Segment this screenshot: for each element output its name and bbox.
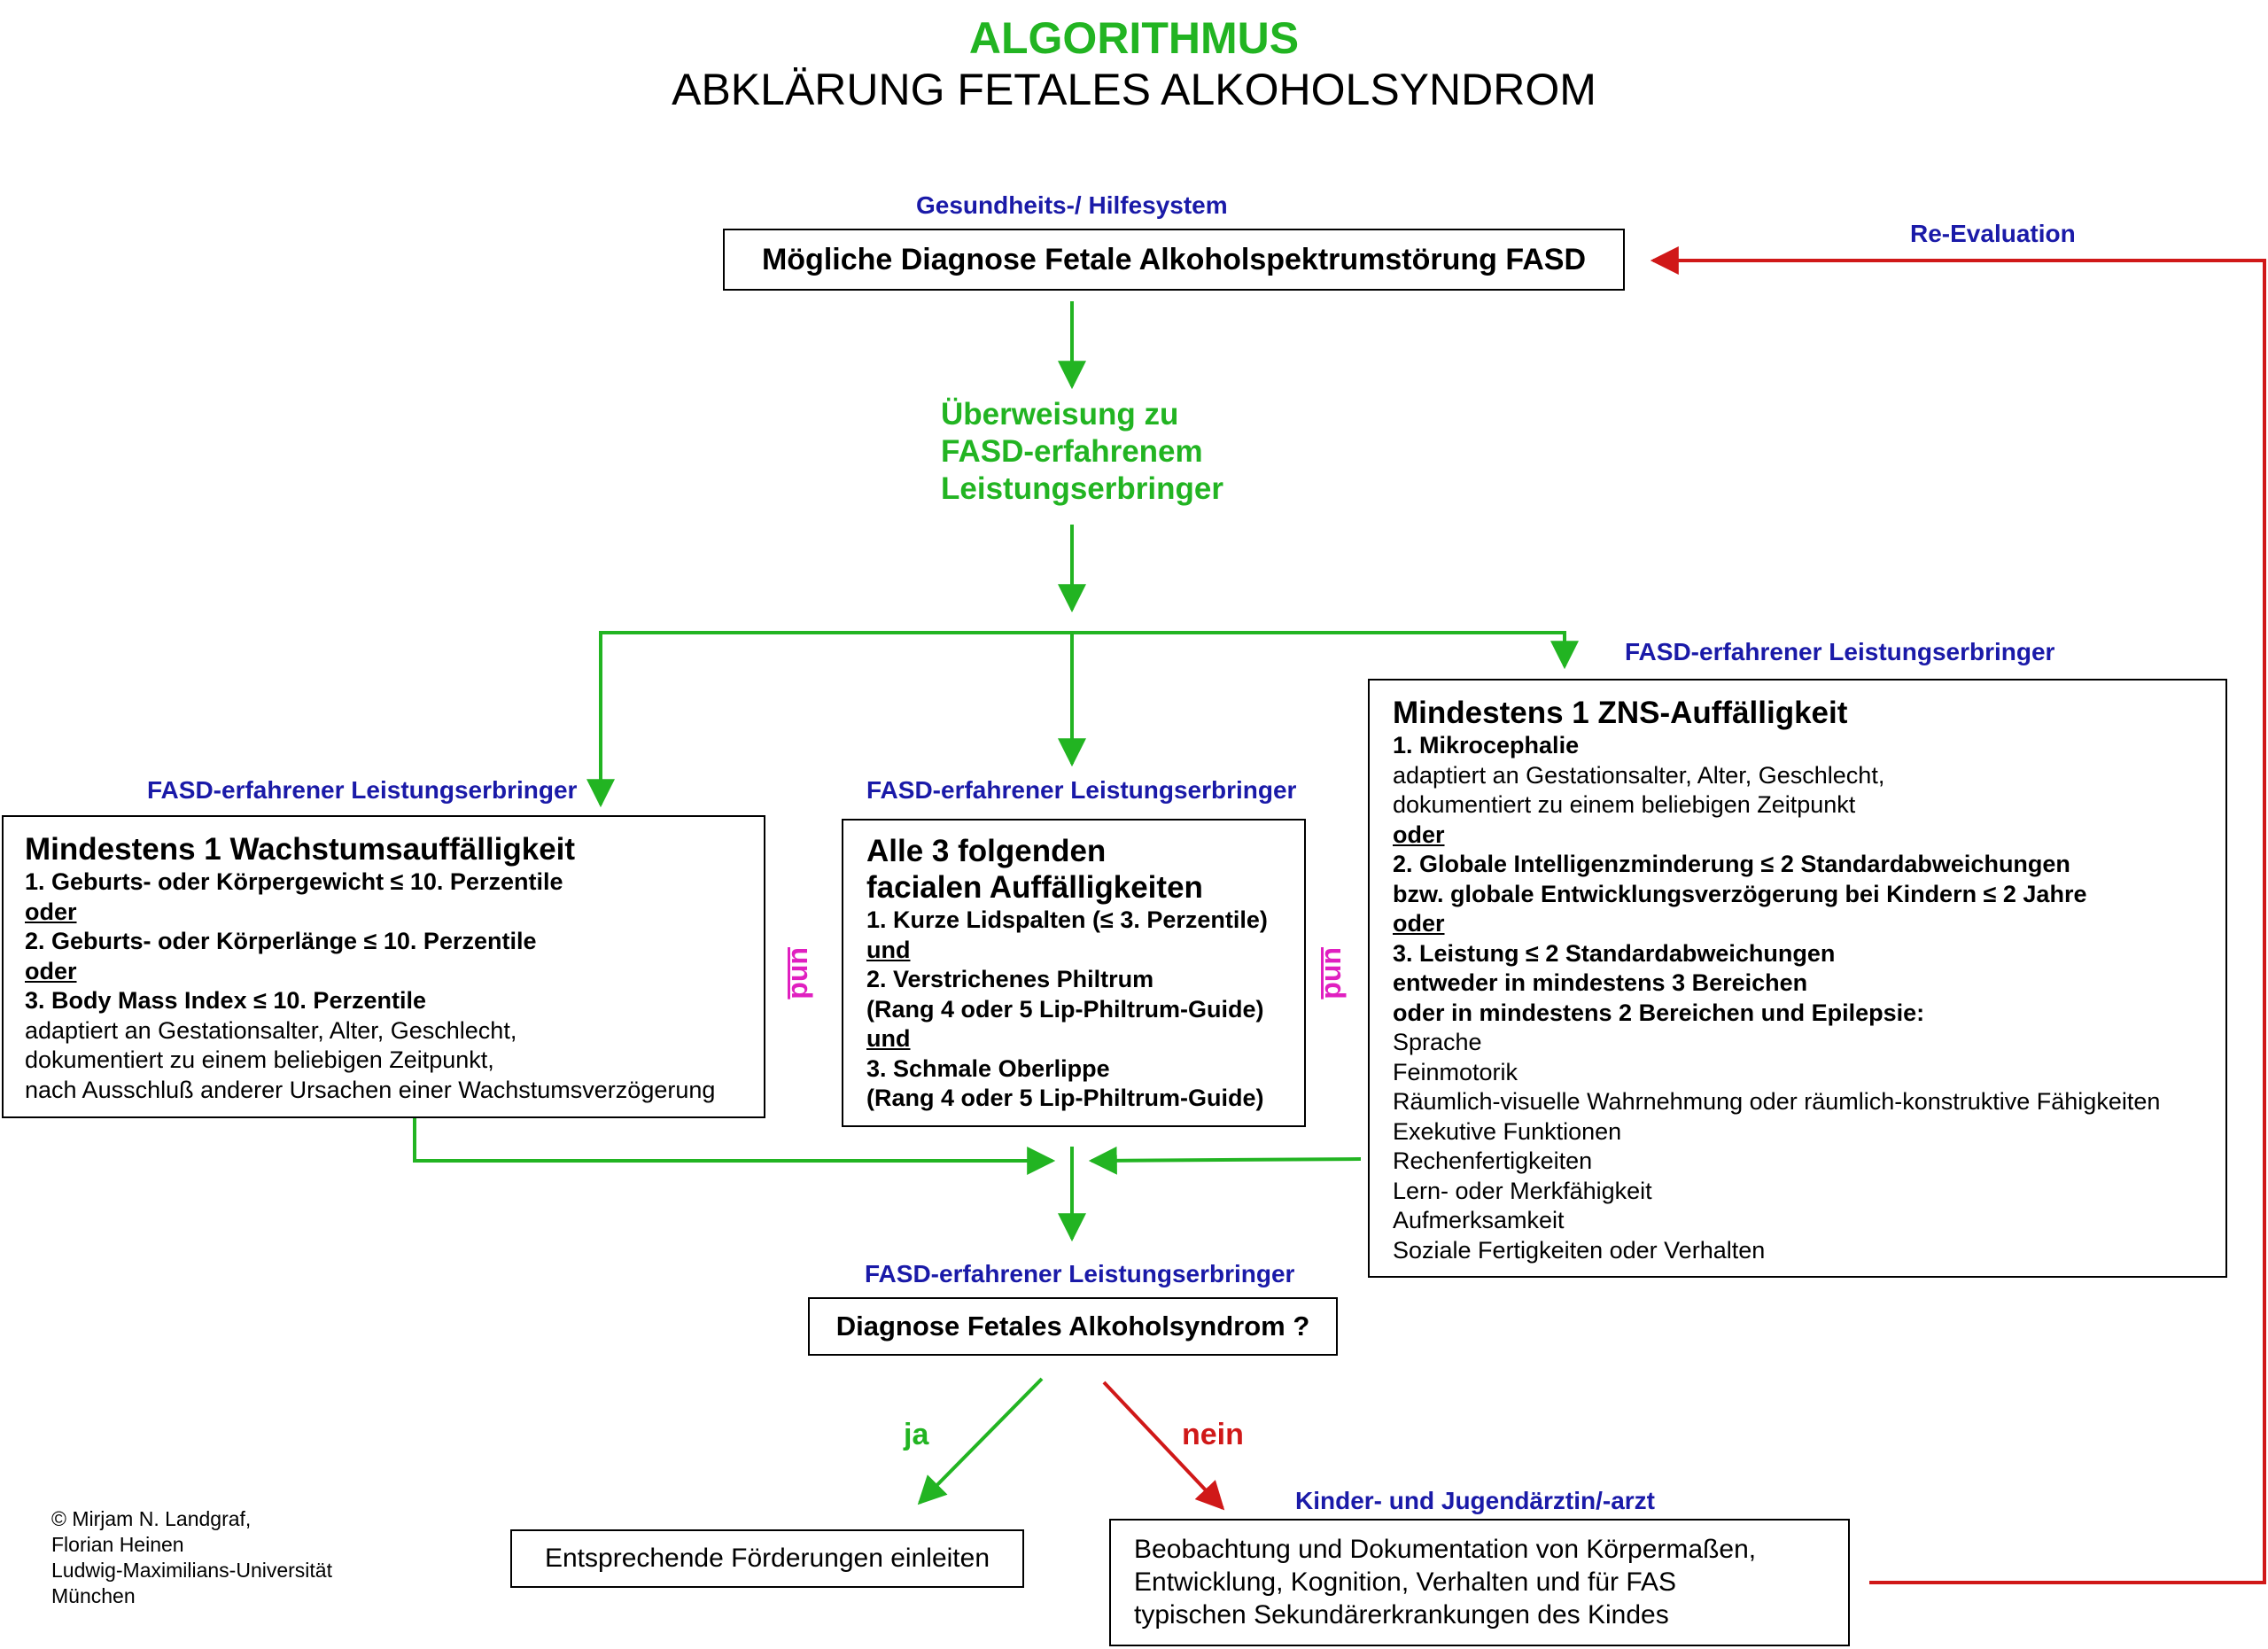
referral-line-1: Überweisung zu	[941, 397, 1179, 432]
label-provider-right: FASD-erfahrener Leistungserbringer	[1625, 638, 2055, 665]
observation-line-3: typischen Sekundärerkrankungen des Kinde…	[1134, 1600, 1669, 1630]
growth-line-7: dokumentiert zu einem beliebigen Zeitpun…	[25, 1046, 494, 1073]
label-provider-center: FASD-erfahrener Leistungserbringer	[866, 776, 1297, 804]
cns-line-1: 1. Mikrocephalie	[1393, 732, 1580, 758]
arrow-nein	[1102, 1381, 1225, 1511]
cns-line-10: oder in mindestens 2 Bereichen und Epile…	[1393, 999, 1925, 1026]
copyright-line-3: Ludwig-Maximilians-Universität	[51, 1559, 332, 1582]
cns-line-6: bzw. globale Entwicklungsverzögerung bei…	[1393, 880, 2087, 907]
arrow-growth-to-merge	[413, 1118, 1056, 1175]
growth-line-4: oder	[25, 957, 77, 984]
cns-line-5: 2. Globale Intelligenzminderung ≤ 2 Stan…	[1393, 851, 2070, 877]
cns-line-8: 3. Leistung ≤ 2 Standardabweichungen	[1393, 939, 1836, 967]
label-pediatrician: Kinder- und Jugendärztin/-arzt	[1295, 1487, 1655, 1514]
label-health-system: Gesundheits-/ Hilfesystem	[916, 191, 1228, 219]
facial-heading-2: facialen Auffälligkeiten	[866, 870, 1203, 905]
facial-line-4: (Rang 4 oder 5 Lip-Philtrum-Guide)	[866, 995, 1264, 1023]
label-und-left: und	[786, 947, 818, 1000]
arrow-cns-to-merge	[1088, 1146, 1362, 1175]
label-re-evaluation: Re-Evaluation	[1910, 220, 2076, 247]
title-subtitle: ABKLÄRUNG FETALES ALKOHOLSYNDROM	[672, 65, 1596, 114]
label-ja: ja	[904, 1418, 929, 1451]
observation-line-2: Entwicklung, Kognition, Verhalten und fü…	[1134, 1567, 1677, 1597]
facial-line-6: 3. Schmale Oberlippe	[866, 1054, 1110, 1082]
cns-line-17: Aufmerksamkeit	[1393, 1207, 1565, 1233]
facial-heading-1: Alle 3 folgenden	[866, 834, 1107, 868]
cns-line-4: oder	[1393, 821, 1445, 848]
box-growth-criteria: Mindestens 1 Wachstumsauffälligkeit 1. G…	[2, 815, 765, 1118]
cns-line-16: Lern- oder Merkfähigkeit	[1393, 1177, 1652, 1204]
cns-heading: Mindestens 1 ZNS-Auffälligkeit	[1393, 696, 1848, 730]
label-provider-left: FASD-erfahrener Leistungserbringer	[147, 776, 578, 804]
label-provider-diagnosis: FASD-erfahrener Leistungserbringer	[865, 1260, 1295, 1287]
text-referral: Überweisung zu FASD-erfahrenem Leistungs…	[941, 396, 1223, 508]
referral-line-2: FASD-erfahrenem	[941, 434, 1203, 469]
copyright-block: © Mirjam N. Landgraf, Florian Heinen Lud…	[51, 1506, 332, 1609]
growth-line-1: 1. Geburts- oder Körpergewicht ≤ 10. Per…	[25, 868, 563, 895]
facial-line-1: 1. Kurze Lidspalten (≤ 3. Perzentile)	[866, 906, 1268, 933]
arrow-re-evaluation	[1650, 246, 2266, 1584]
box-diagnosis-fas: Diagnose Fetales Alkoholsyndrom ?	[808, 1297, 1338, 1356]
copyright-line-2: Florian Heinen	[51, 1533, 184, 1556]
copyright-line-1: © Mirjam N. Landgraf,	[51, 1507, 252, 1530]
box-observation: Beobachtung und Dokumentation von Körper…	[1109, 1519, 1850, 1646]
facial-line-2: und	[866, 936, 911, 963]
growth-line-5: 3. Body Mass Index ≤ 10. Perzentile	[25, 987, 426, 1014]
box-cns-criteria: Mindestens 1 ZNS-Auffälligkeit 1. Mikroc…	[1368, 679, 2227, 1278]
growth-line-3: 2. Geburts- oder Körperlänge ≤ 10. Perze…	[25, 928, 537, 954]
arrow-ja	[917, 1377, 1044, 1505]
cns-line-12: Feinmotorik	[1393, 1058, 1518, 1085]
facial-line-7: (Rang 4 oder 5 Lip-Philtrum-Guide)	[866, 1085, 1264, 1111]
facial-line-3: 2. Verstrichenes Philtrum	[866, 966, 1154, 992]
observation-line-1: Beobachtung und Dokumentation von Körper…	[1134, 1535, 1757, 1564]
growth-line-6: adaptiert an Gestationsalter, Alter, Ges…	[25, 1016, 517, 1044]
label-und-right: und	[1319, 947, 1351, 1000]
cns-line-13: Räumlich-visuelle Wahrnehmung oder räuml…	[1393, 1088, 2161, 1115]
box-facial-criteria: Alle 3 folgenden facialen Auffälligkeite…	[842, 819, 1306, 1127]
title-algorithm: ALGORITHMUS	[968, 13, 1300, 63]
facial-line-5: und	[866, 1025, 911, 1052]
box-possible-diagnosis: Mögliche Diagnose Fetale Alkoholspektrum…	[723, 229, 1625, 291]
label-nein: nein	[1182, 1418, 1244, 1451]
cns-line-3: dokumentiert zu einem beliebigen Zeitpun…	[1393, 791, 1856, 818]
cns-line-18: Soziale Fertigkeiten oder Verhalten	[1393, 1236, 1766, 1264]
copyright-line-4: München	[51, 1584, 136, 1607]
growth-line-8: nach Ausschluß anderer Ursachen einer Wa…	[25, 1076, 716, 1103]
cns-line-7: oder	[1393, 910, 1445, 937]
cns-line-2: adaptiert an Gestationsalter, Alter, Ges…	[1393, 761, 1885, 789]
cns-line-15: Rechenfertigkeiten	[1393, 1147, 1593, 1174]
referral-line-3: Leistungserbringer	[941, 471, 1223, 506]
cns-line-11: Sprache	[1393, 1029, 1482, 1055]
box-support: Entsprechende Förderungen einleiten	[510, 1529, 1024, 1588]
cns-line-9: entweder in mindestens 3 Bereichen	[1393, 969, 1808, 996]
growth-line-2: oder	[25, 898, 77, 925]
cns-line-14: Exekutive Funktionen	[1393, 1117, 1622, 1145]
growth-heading: Mindestens 1 Wachstumsauffälligkeit	[25, 832, 576, 867]
